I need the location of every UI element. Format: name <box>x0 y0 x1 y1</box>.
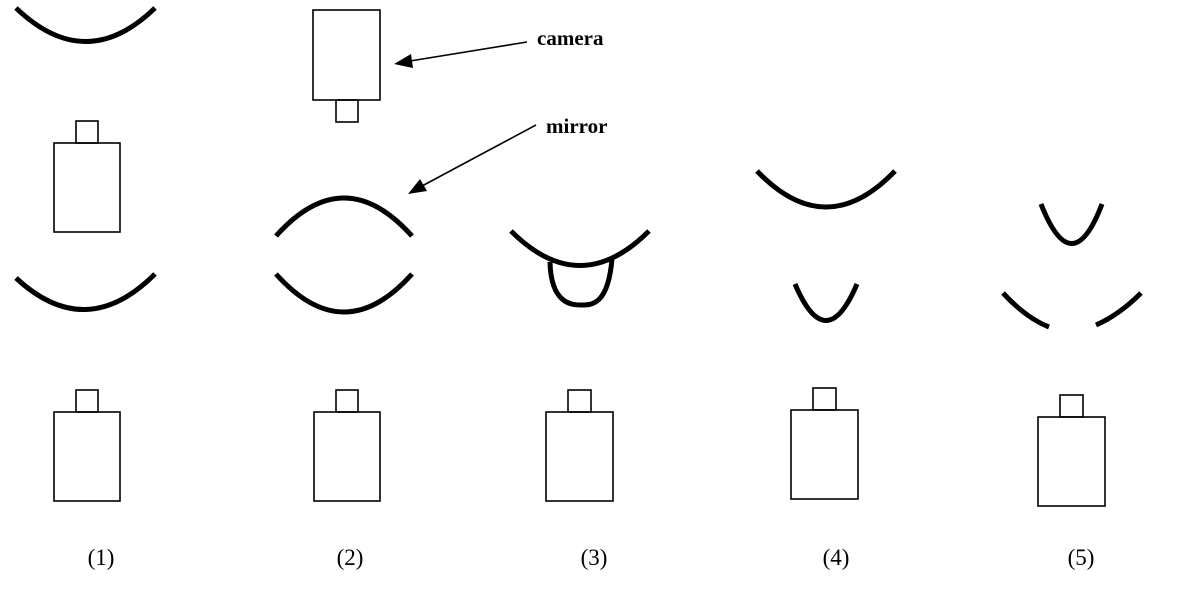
config-2-top-camera-lens <box>335 99 359 123</box>
config-1-bottom-camera-lens <box>75 389 99 413</box>
config-2-top-camera <box>312 9 381 123</box>
config-2-bottom-camera-lens <box>335 389 359 413</box>
camera-arrowhead-icon <box>394 54 413 68</box>
config-5-upper-mirror <box>1038 203 1105 246</box>
configuration-5: (5) <box>1001 203 1143 570</box>
config-1-lower-mirror <box>14 272 157 312</box>
mirror-arrowhead-icon <box>408 179 427 194</box>
config-4-upper-mirror <box>755 169 897 210</box>
caption-2: (2) <box>337 545 364 570</box>
config-5-lower-mirror-right <box>1094 291 1143 328</box>
config-2-top-camera-body <box>312 9 381 101</box>
config-1-upper-camera-lens <box>75 120 99 144</box>
config-3-bottom-camera-body <box>545 411 614 502</box>
mirror-pointer-line <box>421 124 537 187</box>
config-3-bottom-camera <box>545 389 614 502</box>
configuration-1: (1) <box>14 6 157 570</box>
mirror-label: mirror <box>546 114 607 138</box>
config-2-lower-mirror <box>274 272 414 315</box>
config-5-lower-mirror-left <box>1001 291 1050 330</box>
camera-label: camera <box>537 26 604 50</box>
config-3-large-mirror <box>509 229 651 268</box>
configuration-2: (2) <box>274 9 414 570</box>
config-5-bottom-camera-body <box>1037 416 1106 507</box>
config-5-bottom-camera <box>1037 394 1106 507</box>
camera-callout: camera <box>394 26 604 68</box>
config-4-lower-mirror <box>792 283 860 323</box>
config-1-upper-camera-body <box>53 142 121 233</box>
config-3-small-mirror <box>547 258 615 308</box>
config-2-upper-mirror <box>274 195 414 238</box>
config-4-bottom-camera-lens <box>812 387 837 411</box>
config-1-bottom-camera <box>53 389 121 502</box>
config-2-bottom-camera <box>313 389 381 502</box>
configuration-3: (3) <box>509 229 651 570</box>
config-1-bottom-camera-body <box>53 411 121 502</box>
caption-4: (4) <box>823 545 850 570</box>
caption-3: (3) <box>581 545 608 570</box>
caption-1: (1) <box>88 545 115 570</box>
config-1-upper-camera <box>53 120 121 233</box>
config-3-bottom-camera-lens <box>567 389 592 413</box>
config-4-bottom-camera <box>790 387 859 500</box>
config-5-bottom-camera-lens <box>1059 394 1084 418</box>
caption-5: (5) <box>1068 545 1095 570</box>
mirror-callout: mirror <box>408 114 607 194</box>
config-4-bottom-camera-body <box>790 409 859 500</box>
config-2-bottom-camera-body <box>313 411 381 502</box>
configuration-4: (4) <box>755 169 897 570</box>
camera-pointer-line <box>409 41 528 62</box>
config-1-top-mirror <box>14 6 157 44</box>
